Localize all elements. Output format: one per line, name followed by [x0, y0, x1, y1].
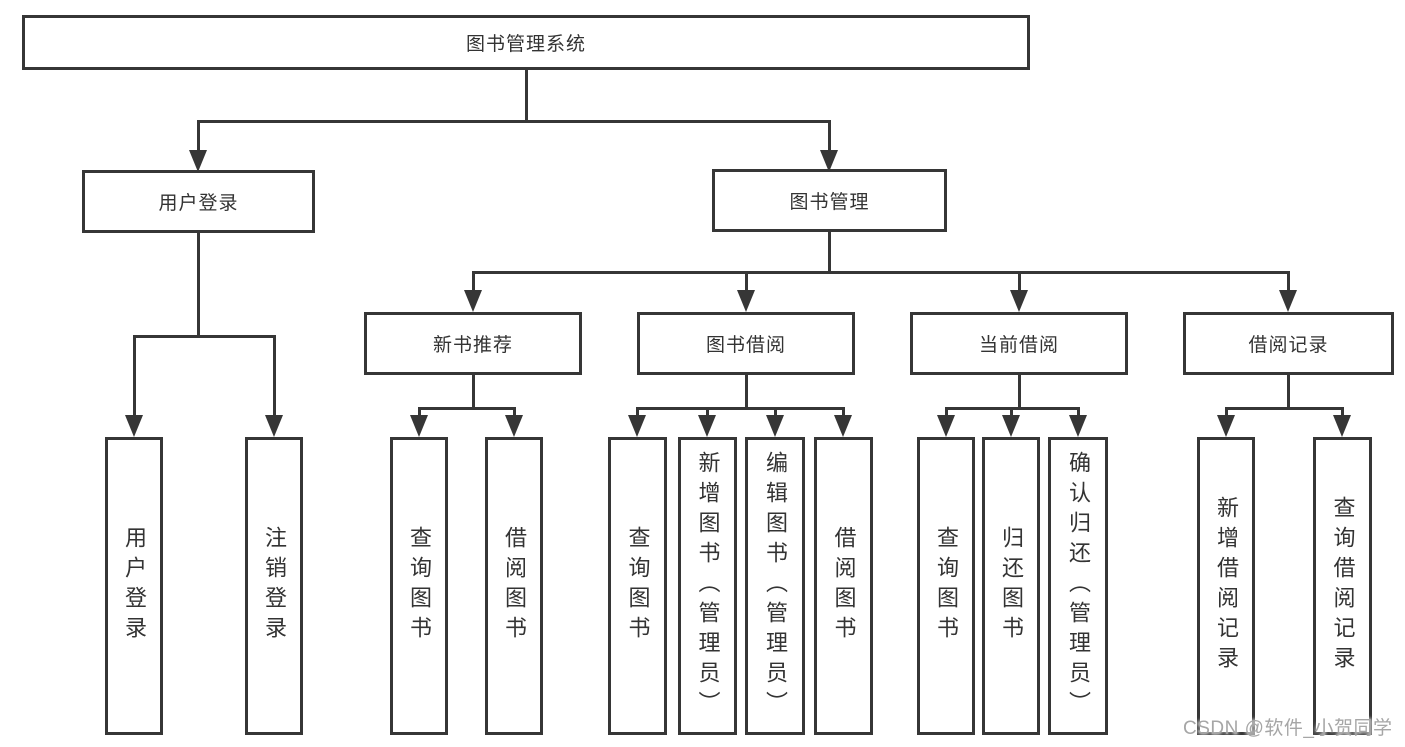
leaf-query-books-current: 查询图书	[917, 437, 975, 735]
watermark: CSDN @软件_小贺同学	[1183, 718, 1393, 739]
arrow-down-icon	[125, 415, 143, 437]
connector-line	[1225, 407, 1344, 410]
connector-line	[636, 407, 845, 410]
connector-line	[1225, 407, 1228, 417]
node-book-borrow: 图书借阅	[637, 312, 855, 375]
node-book-management: 图书管理	[712, 169, 947, 232]
connector-line	[1018, 271, 1021, 292]
leaf-label: 借阅图书	[502, 526, 527, 646]
connector-line	[1010, 407, 1013, 417]
leaf-add-borrow-record: 新增借阅记录	[1197, 437, 1255, 735]
arrow-down-icon	[464, 290, 482, 312]
connector-line	[745, 271, 748, 292]
leaf-query-borrow-record: 查询借阅记录	[1313, 437, 1372, 735]
node-new-book-recommend: 新书推荐	[364, 312, 582, 375]
node-borrow-records: 借阅记录	[1183, 312, 1394, 375]
arrow-down-icon	[766, 415, 784, 437]
leaf-label: 查询借阅记录	[1330, 496, 1356, 676]
connector-line	[828, 232, 831, 274]
connector-line	[513, 407, 516, 417]
leaf-label: 归还图书	[999, 526, 1024, 646]
leaf-edit-books-admin: 编辑图书（管理员）	[745, 437, 805, 735]
connector-line	[197, 120, 830, 123]
connector-line	[197, 233, 200, 335]
connector-line	[133, 335, 136, 417]
connector-line	[418, 407, 421, 417]
arrow-down-icon	[698, 415, 716, 437]
arrow-down-icon	[265, 415, 283, 437]
arrow-down-icon	[1010, 290, 1028, 312]
connector-line	[745, 375, 748, 410]
arrow-down-icon	[937, 415, 955, 437]
leaf-label: 确认归还（管理员）	[1066, 451, 1091, 721]
arrow-down-icon	[1002, 415, 1020, 437]
connector-line	[525, 70, 528, 123]
arrow-down-icon	[737, 290, 755, 312]
leaf-logout: 注销登录	[245, 437, 303, 735]
arrow-down-icon	[1279, 290, 1297, 312]
leaf-label: 新增借阅记录	[1214, 496, 1239, 676]
connector-line	[472, 271, 1290, 274]
connector-line	[472, 271, 475, 292]
node-current-borrow: 当前借阅	[910, 312, 1128, 375]
leaf-label: 注销登录	[262, 526, 287, 646]
leaf-query-books-recommend: 查询图书	[390, 437, 448, 735]
leaf-return-books: 归还图书	[982, 437, 1040, 735]
connector-line	[828, 120, 831, 152]
arrow-down-icon	[189, 150, 207, 172]
connector-line	[1287, 271, 1290, 292]
arrow-down-icon	[410, 415, 428, 437]
leaf-label: 查询图书	[625, 526, 651, 646]
connector-line	[706, 407, 709, 417]
leaf-label: 新增图书（管理员）	[695, 451, 721, 721]
arrow-down-icon	[1069, 415, 1087, 437]
arrow-down-icon	[1217, 415, 1235, 437]
leaf-label: 借阅图书	[831, 526, 857, 646]
connector-line	[842, 407, 845, 417]
leaf-query-books-borrow: 查询图书	[608, 437, 667, 735]
connector-line	[636, 407, 639, 417]
connector-line	[273, 335, 276, 417]
arrow-down-icon	[834, 415, 852, 437]
leaf-user-login: 用户登录	[105, 437, 163, 735]
connector-line	[472, 375, 475, 410]
connector-line	[197, 120, 200, 152]
connector-line	[418, 407, 516, 410]
leaf-borrow-books: 借阅图书	[814, 437, 873, 735]
arrow-down-icon	[505, 415, 523, 437]
leaf-add-books-admin: 新增图书（管理员）	[678, 437, 737, 735]
leaf-borrow-books-recommend: 借阅图书	[485, 437, 543, 735]
leaf-label: 查询图书	[934, 526, 959, 646]
connector-line	[1077, 407, 1080, 417]
node-user-login: 用户登录	[82, 170, 315, 233]
arrow-down-icon	[820, 150, 838, 172]
arrow-down-icon	[628, 415, 646, 437]
arrow-down-icon	[1333, 415, 1351, 437]
node-library-system: 图书管理系统	[22, 15, 1030, 70]
connector-line	[1341, 407, 1344, 417]
leaf-confirm-return-admin: 确认归还（管理员）	[1048, 437, 1108, 735]
leaf-label: 查询图书	[407, 526, 432, 646]
connector-line	[1018, 375, 1021, 410]
connector-line	[945, 407, 948, 417]
connector-line	[1287, 375, 1290, 410]
connector-line	[133, 335, 276, 338]
leaf-label: 编辑图书（管理员）	[763, 451, 788, 721]
connector-line	[774, 407, 777, 417]
leaf-label: 用户登录	[122, 526, 147, 646]
